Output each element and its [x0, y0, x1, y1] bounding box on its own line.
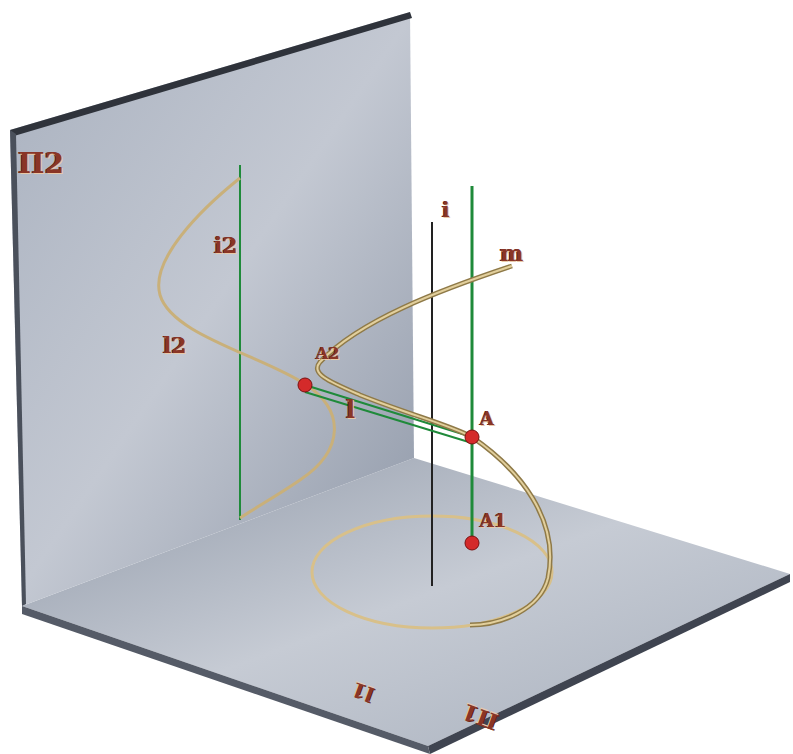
- projector-line: [471, 186, 474, 543]
- helix-axis: [431, 222, 433, 586]
- point-label: Π2: [18, 150, 64, 178]
- point-label: A2: [316, 346, 340, 362]
- projector-line: [305, 385, 472, 437]
- point-label: i2: [214, 234, 238, 256]
- point-label: i: [442, 200, 450, 220]
- frontal-plane: [10, 12, 414, 606]
- helix-projection: [159, 178, 335, 518]
- point-label: A: [480, 410, 494, 428]
- helix-curve: [317, 266, 550, 625]
- projector-line: [305, 392, 472, 443]
- point-label: l2: [163, 334, 187, 356]
- plane-edge: [10, 12, 412, 136]
- point: [465, 430, 479, 444]
- axis-projection: [239, 165, 241, 520]
- plane-edge: [428, 574, 790, 754]
- point-label: A1: [480, 512, 507, 530]
- point: [465, 536, 479, 550]
- point-label: m: [500, 242, 523, 264]
- point: [298, 378, 312, 392]
- plane-edge: [22, 606, 430, 754]
- point-label: l: [346, 398, 355, 422]
- plane-edge: [10, 130, 26, 606]
- helix-curve: [317, 266, 550, 625]
